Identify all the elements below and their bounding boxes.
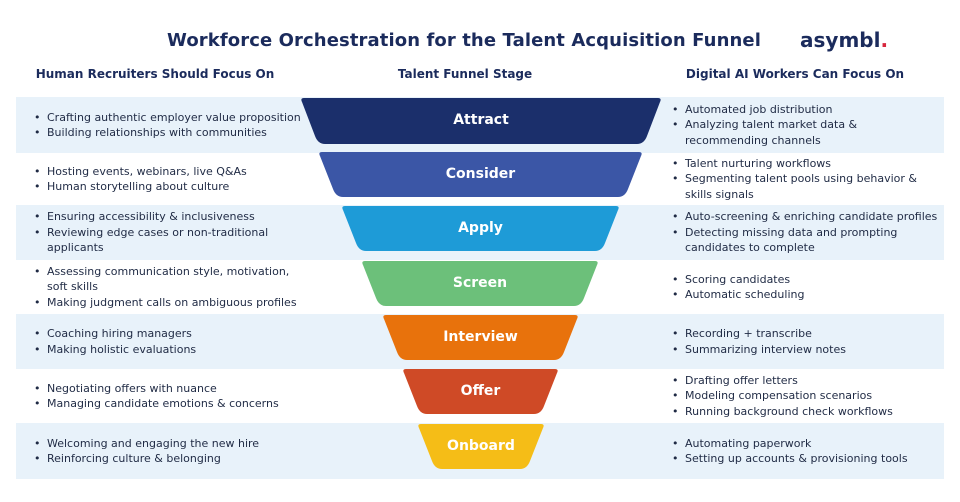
- stage-label: Screen: [452, 274, 508, 291]
- human-item: Making holistic evaluations: [32, 342, 312, 358]
- human-list: Crafting authentic employer value propos…: [32, 110, 312, 141]
- ai-item: Auto-screening & enriching candidate pro…: [670, 209, 940, 225]
- funnel-stage-apply: [342, 206, 619, 251]
- funnel-stage-consider: [319, 152, 642, 197]
- logo-text: asymbl: [800, 28, 881, 52]
- asymbl-logo: asymbl.: [800, 28, 888, 52]
- human-list: Coaching hiring managersMaking holistic …: [32, 326, 312, 357]
- human-item: Coaching hiring managers: [32, 326, 312, 342]
- funnel-stage-attract: [301, 98, 661, 144]
- ai-item: Analyzing talent market data & recommend…: [670, 117, 940, 148]
- ai-item: Talent nurturing workflows: [670, 156, 940, 172]
- human-item: Human storytelling about culture: [32, 179, 312, 195]
- stage-label: Consider: [445, 165, 516, 182]
- funnel-stage-interview: [383, 315, 578, 360]
- ai-list: Automated job distributionAnalyzing tale…: [670, 102, 940, 149]
- human-list: Welcoming and engaging the new hireReinf…: [32, 436, 312, 467]
- human-item: Reinforcing culture & belonging: [32, 451, 312, 467]
- human-item: Building relationships with communities: [32, 125, 312, 141]
- ai-list: Drafting offer lettersModeling compensat…: [670, 373, 940, 420]
- ai-item: Setting up accounts & provisioning tools: [670, 451, 940, 467]
- ai-item: Recording + transcribe: [670, 326, 940, 342]
- human-list: Assessing communication style, motivatio…: [32, 264, 312, 311]
- stage-label: Interview: [443, 328, 518, 345]
- human-item: Welcoming and engaging the new hire: [32, 436, 312, 452]
- human-list: Hosting events, webinars, live Q&AsHuman…: [32, 164, 312, 195]
- ai-item: Automating paperwork: [670, 436, 940, 452]
- ai-column-header: Digital AI Workers Can Focus On: [685, 67, 905, 81]
- ai-item: Segmenting talent pools using behavior &…: [670, 171, 940, 202]
- funnel-stage-offer: [403, 369, 558, 414]
- ai-item: Summarizing interview notes: [670, 342, 940, 358]
- ai-list: Automating paperworkSetting up accounts …: [670, 436, 940, 467]
- ai-item: Drafting offer letters: [670, 373, 940, 389]
- ai-item: Running background check workflows: [670, 404, 940, 420]
- human-item: Assessing communication style, motivatio…: [32, 264, 312, 295]
- funnel-stage-screen: [362, 261, 598, 306]
- stage-label: Offer: [460, 382, 501, 399]
- ai-list: Recording + transcribeSummarizing interv…: [670, 326, 940, 357]
- human-item: Reviewing edge cases or non-traditional …: [32, 225, 312, 256]
- ai-list: Talent nurturing workflowsSegmenting tal…: [670, 156, 940, 203]
- human-item: Ensuring accessibility & inclusiveness: [32, 209, 312, 225]
- ai-item: Scoring candidates: [670, 272, 940, 288]
- human-item: Managing candidate emotions & concerns: [32, 396, 312, 412]
- stage-label: Apply: [458, 219, 503, 236]
- ai-item: Modeling compensation scenarios: [670, 388, 940, 404]
- human-column-header: Human Recruiters Should Focus On: [35, 67, 275, 81]
- ai-item: Detecting missing data and prompting can…: [670, 225, 940, 256]
- ai-list: Scoring candidatesAutomatic scheduling: [670, 272, 940, 303]
- ai-list: Auto-screening & enriching candidate pro…: [670, 209, 940, 256]
- logo-dot: .: [880, 28, 889, 52]
- human-item: Making judgment calls on ambiguous profi…: [32, 295, 312, 311]
- ai-item: Automatic scheduling: [670, 287, 940, 303]
- page-title: Workforce Orchestration for the Talent A…: [167, 30, 761, 51]
- stage-column-header: Talent Funnel Stage: [397, 67, 533, 81]
- human-list: Negotiating offers with nuanceManaging c…: [32, 381, 312, 412]
- ai-item: Automated job distribution: [670, 102, 940, 118]
- funnel-stage-onboard: [418, 424, 544, 469]
- stage-label: Attract: [453, 112, 509, 128]
- human-list: Ensuring accessibility & inclusivenessRe…: [32, 209, 312, 256]
- human-item: Hosting events, webinars, live Q&As: [32, 164, 312, 180]
- human-item: Crafting authentic employer value propos…: [32, 110, 312, 126]
- stage-label: Onboard: [447, 437, 515, 454]
- human-item: Negotiating offers with nuance: [32, 381, 312, 397]
